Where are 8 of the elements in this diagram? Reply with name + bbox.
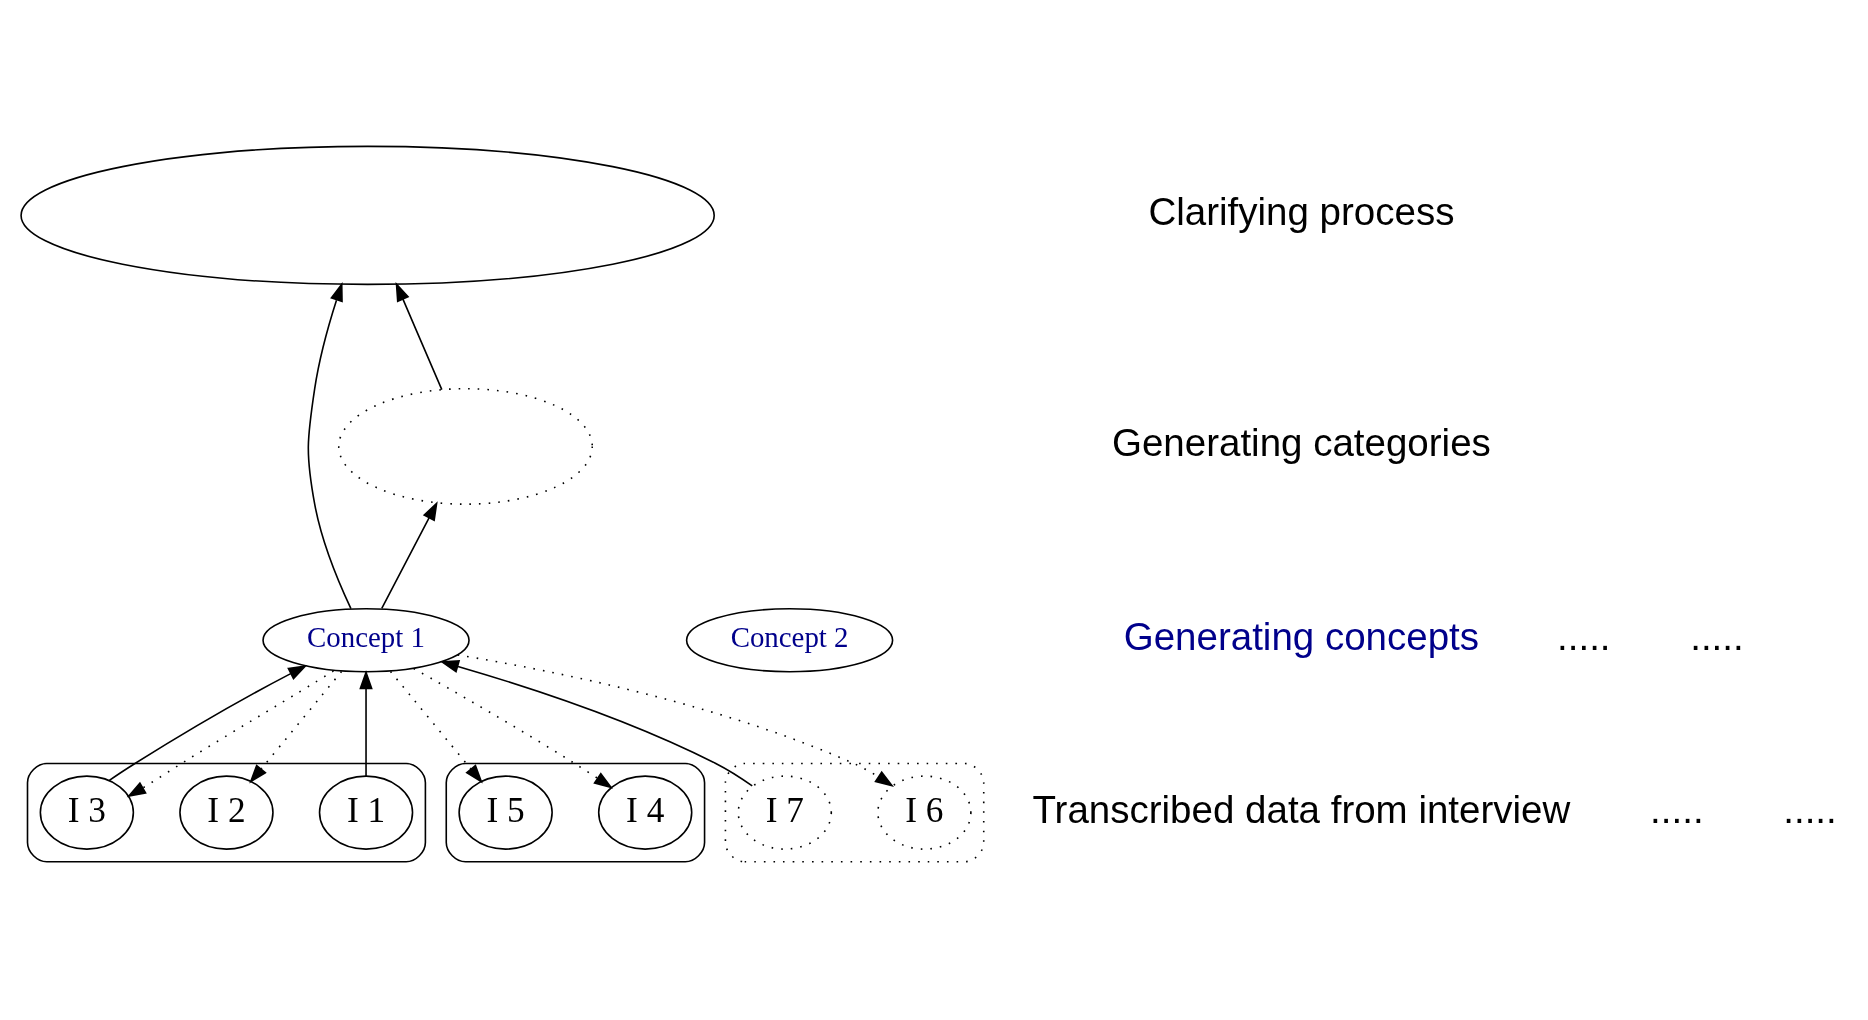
label: Clarifying process (1148, 189, 1455, 233)
label: ..... (1690, 614, 1744, 658)
label: Generating categories (1112, 420, 1491, 464)
label: ..... (1650, 787, 1704, 831)
label: ..... (1557, 614, 1611, 658)
label: Transcribed data from interview (1032, 787, 1571, 831)
label: Generating concepts (1123, 614, 1480, 658)
label: ..... (1783, 787, 1837, 831)
